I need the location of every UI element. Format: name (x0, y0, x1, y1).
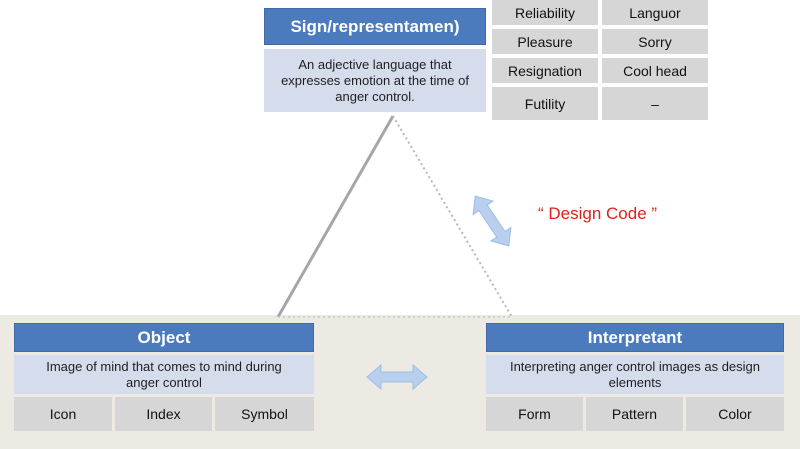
table-cell: Resignation (492, 58, 598, 83)
interpretant-item-pattern: Pattern (586, 397, 683, 431)
interpretant-item-form: Form (486, 397, 583, 431)
horizontal-double-arrow-icon (366, 363, 428, 391)
table-cell: Reliability (492, 0, 598, 25)
object-description: Image of mind that comes to mind during … (14, 355, 314, 394)
emotion-table: Reliability Languor Pleasure Sorry Resig… (492, 0, 708, 120)
object-item-symbol: Symbol (215, 397, 314, 431)
table-cell: Cool head (602, 58, 708, 83)
sign-title: Sign/representamen) (264, 8, 486, 45)
object-title: Object (14, 323, 314, 352)
table-cell: – (602, 87, 708, 120)
object-item-icon: Icon (14, 397, 112, 431)
interpretant-description: Interpreting anger control images as des… (486, 355, 784, 394)
table-cell: Languor (602, 0, 708, 25)
sign-description: An adjective language that expresses emo… (264, 49, 486, 112)
object-item-index: Index (115, 397, 212, 431)
table-cell: Sorry (602, 29, 708, 54)
triangle-left-edge (276, 115, 395, 318)
table-cell: Pleasure (492, 29, 598, 54)
interpretant-title: Interpretant (486, 323, 784, 352)
table-cell: Futility (492, 87, 598, 120)
diagonal-double-arrow-icon (472, 195, 512, 247)
triangle-right-edge (392, 115, 513, 318)
design-code-label: “ Design Code ” (538, 204, 658, 223)
interpretant-item-color: Color (686, 397, 784, 431)
